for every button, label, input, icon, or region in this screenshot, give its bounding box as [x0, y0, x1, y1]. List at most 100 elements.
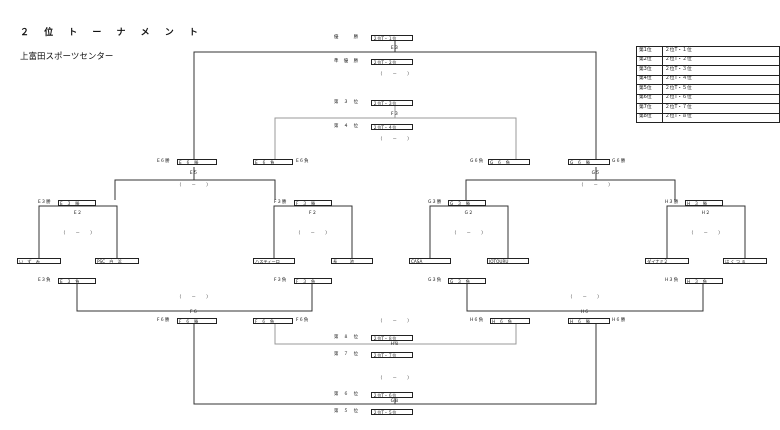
score-h6: （ － ） — [567, 295, 603, 300]
slot-g3w: G ３ 勝 — [448, 200, 486, 206]
slot-e6l-label: E６負 — [296, 159, 310, 164]
slot-f3w: F ３ 勝 — [294, 200, 332, 206]
rank-team: ２位T・５位 — [661, 84, 780, 95]
slot-h3l: H ３ 負 — [685, 278, 723, 284]
rank-place: 第3位 — [636, 65, 663, 76]
slot-f3l-label: F３負 — [274, 278, 287, 283]
slot-g6w: G ６ 勝 — [568, 159, 610, 165]
place-7-value: ２位T・７位 — [371, 352, 413, 358]
slot-e3w-label: E３勝 — [38, 200, 52, 205]
team-box: PSC 白 浜 — [95, 258, 139, 264]
rank-team: ２位T・６位 — [661, 93, 780, 104]
score-g5: （ － ） — [578, 183, 614, 188]
place-7-label: 第 ７ 位 — [334, 352, 359, 357]
score-e2: （ － ） — [60, 231, 96, 236]
rank-place: 第2位 — [636, 55, 663, 66]
match-g8: G８ — [390, 399, 400, 404]
place-8-label: 第 ８ 位 — [334, 335, 359, 340]
score-g8: （ － ） — [377, 376, 413, 381]
score-final: （ － ） — [377, 72, 413, 77]
place-4-value: ２位T・４位 — [371, 124, 413, 130]
slot-h6l-label: H６負 — [470, 318, 484, 323]
slot-g6l: G ６ 負 — [488, 159, 530, 165]
team-box: 長 池 — [331, 258, 373, 264]
match-h8: H８ — [390, 342, 400, 347]
place-5-label: 第 ５ 位 — [334, 409, 359, 414]
match-f3: F３ — [391, 112, 399, 117]
page-title: ２ 位 ト ー ナ メ ン ト — [20, 28, 204, 38]
slot-f6l: F ６ 負 — [253, 318, 293, 324]
slot-e3l: E ３ 負 — [58, 278, 96, 284]
match-g2: G２ — [464, 211, 474, 216]
team-box: い ず み — [17, 258, 61, 264]
slot-f3w-label: F３勝 — [274, 200, 287, 205]
team-box: CASA — [409, 258, 451, 264]
slot-e6l: E ６ 負 — [253, 159, 293, 165]
score-e5: （ － ） — [176, 183, 212, 188]
place-4-label: 第 ４ 位 — [334, 124, 359, 129]
slot-g3w-label: G３勝 — [428, 200, 442, 205]
match-f2: F２ — [309, 211, 317, 216]
place-8-value: ２位T・８位 — [371, 335, 413, 341]
place-1-value: ２位T・１位 — [371, 35, 413, 41]
place-1-label: 優 勝 — [334, 35, 359, 40]
rank-team: ２位T・１位 — [661, 46, 780, 57]
match-e3: E３ — [390, 46, 400, 51]
slot-h6w: H ６ 勝 — [568, 318, 610, 324]
match-e2: E２ — [73, 211, 83, 216]
rank-place: 第8位 — [636, 112, 663, 123]
rank-place: 第5位 — [636, 84, 663, 95]
slot-e6w: E ６ 勝 — [177, 159, 217, 165]
slot-g3l: G ３ 負 — [448, 278, 486, 284]
match-h2: H２ — [701, 211, 711, 216]
team-box: ハスティーロ — [253, 258, 295, 264]
place-6-value: ２位T・６位 — [371, 392, 413, 398]
score-third: （ － ） — [377, 137, 413, 142]
slot-g6l-label: G６負 — [470, 159, 484, 164]
slot-f6w: F ６ 勝 — [177, 318, 217, 324]
rank-team: ２位T・７位 — [661, 103, 780, 114]
place-5-value: ２位T・５位 — [371, 409, 413, 415]
slot-e3w: E ３ 勝 — [58, 200, 96, 206]
match-e5: E５ — [189, 171, 199, 176]
slot-h6w-label: H６勝 — [612, 318, 626, 323]
score-g2: （ － ） — [451, 231, 487, 236]
score-f6: （ － ） — [176, 295, 212, 300]
team-box: ダイナミ２ — [645, 258, 689, 264]
rank-team: ２位T・２位 — [661, 55, 780, 66]
place-3-value: ２位T・３位 — [371, 100, 413, 106]
match-h6: H６ — [580, 310, 590, 315]
slot-e3l-label: E３負 — [38, 278, 52, 283]
slot-f6l-label: F６負 — [296, 318, 309, 323]
slot-g3l-label: G３負 — [428, 278, 442, 283]
venue-name: 上富田スポーツセンター — [20, 52, 114, 62]
slot-h3w-label: H３勝 — [665, 200, 679, 205]
slot-e6w-label: E６勝 — [157, 159, 171, 164]
score-f2: （ － ） — [295, 231, 331, 236]
rank-team: ２位T・４位 — [661, 74, 780, 85]
slot-g6w-label: G６勝 — [612, 159, 626, 164]
slot-f3l: F ３ 負 — [294, 278, 332, 284]
score-h8: （ － ） — [377, 319, 413, 324]
place-2-label: 準 優 勝 — [334, 59, 359, 64]
rank-place: 第4位 — [636, 74, 663, 85]
slot-h6l: H ６ 負 — [490, 318, 530, 324]
place-6-label: 第 ６ 位 — [334, 392, 359, 397]
rank-team: ２位T・８位 — [661, 112, 780, 123]
slot-h3l-label: H３負 — [665, 278, 679, 283]
place-3-label: 第 ３ 位 — [334, 100, 359, 105]
match-g5: G５ — [591, 171, 601, 176]
score-h2: （ － ） — [688, 231, 724, 236]
rank-team: ２位T・３位 — [661, 65, 780, 76]
slot-h3w: H ３ 勝 — [685, 200, 723, 206]
slot-f6w-label: F６勝 — [157, 318, 170, 323]
rank-place: 第6位 — [636, 93, 663, 104]
